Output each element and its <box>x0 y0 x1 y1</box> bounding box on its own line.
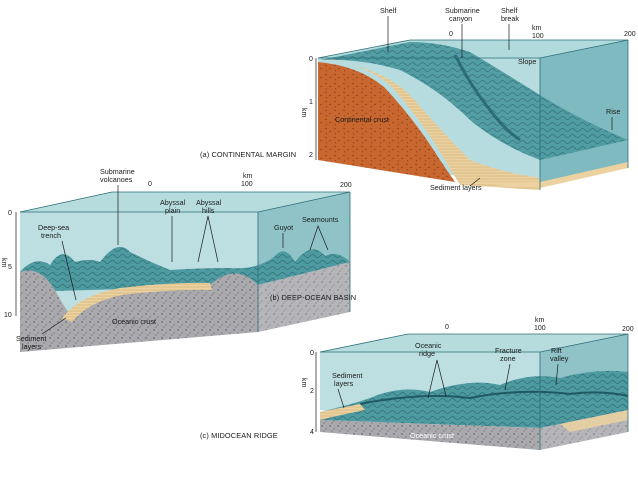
depth-c-4: 4 <box>310 429 314 436</box>
label-hills-2: hills <box>202 206 215 215</box>
label-rift-1: Rift <box>551 346 562 355</box>
water-top-c <box>320 334 628 352</box>
label-trench-1: Deep-sea <box>38 223 69 232</box>
scale-c-200: 200 <box>622 326 634 333</box>
sediment-c <box>320 404 365 420</box>
scale-b-unit: km <box>243 173 253 180</box>
sediment-side-c <box>560 410 628 432</box>
ridge-surface-c <box>320 370 628 428</box>
label-canyon-1: Submarine <box>445 6 480 15</box>
sediment-wedge-a <box>318 58 540 190</box>
label-trench-2: trench <box>41 231 61 240</box>
label-plain-2: plain <box>165 206 180 215</box>
label-sediment-b-1: Sediment <box>16 334 46 343</box>
label-rift-2: valley <box>550 354 569 363</box>
label-slope: Slope <box>518 57 536 66</box>
seafloor-b <box>20 246 350 292</box>
depth-a-2: 2 <box>309 152 313 159</box>
label-volcanoes-1: Submarine <box>100 167 135 176</box>
label-rise: Rise <box>606 107 620 116</box>
depth-c-2: 2 <box>310 388 314 395</box>
depth-c-unit: km <box>300 378 307 388</box>
label-plain-1: Abyssal <box>160 198 186 207</box>
depth-a-unit: km <box>300 108 307 118</box>
scale-a-100: 100 <box>532 33 544 40</box>
label-sediment-c-1: Sediment <box>332 371 362 380</box>
canyon-a <box>453 54 521 142</box>
oceanic-crust-side-b <box>258 262 350 332</box>
panel-midocean-ridge: 0 km 100 200 0 2 4 km Oceanic ridge Frac… <box>200 317 634 450</box>
caption-c: (c) MIDOCEAN RIDGE <box>200 431 278 440</box>
caption-b: (b) DEEP-OCEAN BASIN <box>270 293 356 302</box>
label-shelf: Shelf <box>380 6 396 15</box>
panel-continental-margin: 0 km 100 200 0 1 2 km Shelf Submarine ca… <box>200 6 636 192</box>
depth-b-0: 0 <box>8 210 12 217</box>
oceanic-crust-c <box>320 420 540 450</box>
label-seamounts: Seamounts <box>302 215 339 224</box>
label-sediment-a: Sediment layers <box>430 183 482 192</box>
depth-a-1: 1 <box>309 99 313 106</box>
water-top-b <box>20 192 350 212</box>
scale-a-200: 200 <box>624 31 636 38</box>
scale-a-unit: km <box>532 25 542 32</box>
scale-c-100: 100 <box>534 325 546 332</box>
caption-a: (a) CONTINENTAL MARGIN <box>200 150 296 159</box>
label-sediment-c-2: layers <box>334 379 354 388</box>
continental-crust-a <box>318 62 455 182</box>
label-ridge-2: ridge <box>419 349 435 358</box>
depth-b-unit: km <box>0 258 7 268</box>
scale-b-200: 200 <box>340 182 352 189</box>
label-canyon-2: canyon <box>449 14 472 23</box>
seafloor-a <box>320 42 628 160</box>
label-volcanoes-2: volcanoes <box>100 175 133 184</box>
label-continental-crust: Continental crust <box>335 115 389 124</box>
label-break-2: break <box>501 14 519 23</box>
depth-b-5: 5 <box>8 264 12 271</box>
label-hills-1: Abyssal <box>196 198 222 207</box>
panel-deep-ocean-basin: 0 km 100 200 0 5 10 km Submarine volcano… <box>0 167 356 352</box>
scale-b-100: 100 <box>241 181 253 188</box>
label-ridge-1: Oceanic <box>415 341 442 350</box>
label-guyot: Guyot <box>274 223 293 232</box>
ridge-crest-c <box>359 390 629 405</box>
scale-c-unit: km <box>535 317 545 324</box>
label-break-1: Shelf <box>501 6 517 15</box>
scale-c-0: 0 <box>445 324 449 331</box>
sediment-band-b <box>62 282 212 322</box>
label-oceanic-crust-b: Oceanic crust <box>112 317 156 326</box>
scale-b-0: 0 <box>148 181 152 188</box>
depth-b-10: 10 <box>4 312 12 319</box>
depth-a-0: 0 <box>309 56 313 63</box>
depth-c-0: 0 <box>310 350 314 357</box>
sediment-base-a <box>455 162 628 188</box>
oceanic-crust-b <box>20 270 258 352</box>
scale-a-0: 0 <box>449 31 453 38</box>
label-fracture-2: zone <box>500 354 516 363</box>
label-sediment-b-2: layers <box>22 342 42 351</box>
label-oceanic-crust-c: Oceanic crust <box>410 431 454 440</box>
label-fracture-1: Fracture <box>495 346 522 355</box>
